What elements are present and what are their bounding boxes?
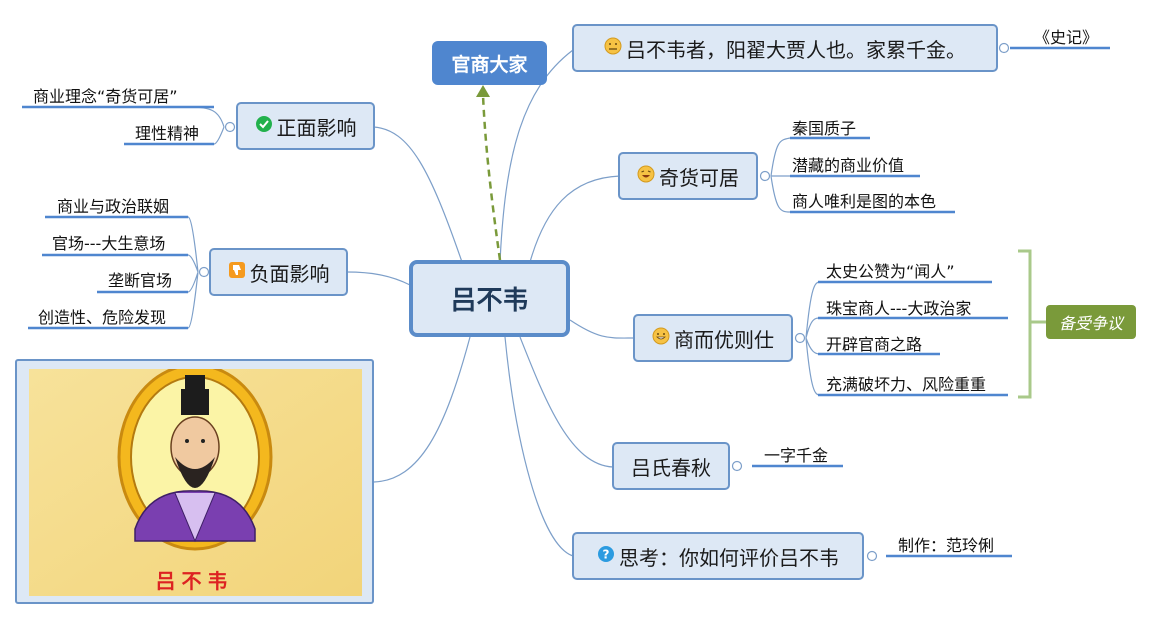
controversy-label-text: 备受争议 xyxy=(1058,314,1123,333)
thumbs-down-icon xyxy=(228,260,246,284)
central-topic-label: 吕不韦 xyxy=(450,286,529,316)
leaf-qihuo-2[interactable]: 商人唯利是图的本色 xyxy=(792,192,937,211)
leaf-qihuo-0[interactable]: 秦国质子 xyxy=(792,119,857,138)
floating-topic[interactable]: 官商大家 xyxy=(432,41,547,85)
portrait-illustration xyxy=(29,369,362,596)
leaf-think-credit[interactable]: 制作：范玲俐 xyxy=(898,536,995,555)
leaf-negative-0[interactable]: 商业与政治联姻 xyxy=(57,197,170,216)
connector-qihuo-leaves xyxy=(770,137,791,213)
leaf-negative-1[interactable]: 官场---大生意场 xyxy=(52,234,166,253)
central-topic[interactable]: 吕不韦 xyxy=(409,260,570,337)
floating-topic-label: 官商大家 xyxy=(451,53,528,76)
controversy-label[interactable]: 备受争议 xyxy=(1046,305,1136,339)
connector-negative-leaves xyxy=(187,216,199,329)
branch-think-label: 思考：你如何评价吕不韦 xyxy=(619,545,839,570)
leaf-negative-3[interactable]: 创造性、危险发现 xyxy=(38,308,167,327)
connector-think xyxy=(504,336,574,557)
check-icon xyxy=(255,114,273,138)
laughing-face-icon xyxy=(637,164,655,188)
branch-negative[interactable]: 负面影响 xyxy=(209,248,348,296)
branch-quote-label: 吕不韦者，阳翟大贾人也。家累千金。 xyxy=(626,37,966,62)
svg-text:?: ? xyxy=(603,548,610,562)
branch-chunqiu-label: 吕氏春秋 xyxy=(631,455,711,480)
leaf-negative-2[interactable]: 垄断官场 xyxy=(108,271,173,290)
branch-qihuo[interactable]: 奇货可居 xyxy=(618,152,758,200)
branch-quote[interactable]: 吕不韦者，阳翟大贾人也。家累千金。 xyxy=(572,24,998,72)
neutral-face-icon xyxy=(604,36,622,60)
connector-shang xyxy=(569,319,635,339)
leaf-chunqiu-0[interactable]: 一字千金 xyxy=(764,446,829,465)
leaf-qihuo-1[interactable]: 潜藏的商业价值 xyxy=(792,156,905,175)
branch-negative-label: 负面影响 xyxy=(249,261,330,286)
dashed-arrow xyxy=(481,94,502,261)
leaf-shang-3[interactable]: 充满破坏力、风险重重 xyxy=(826,375,987,394)
question-icon: ? xyxy=(597,544,615,568)
connector-positive xyxy=(373,126,463,263)
leaf-positive-0[interactable]: 商业理念“奇货可居” xyxy=(33,87,178,106)
branch-shang-label: 商而优则仕 xyxy=(674,327,774,352)
connector-shang-leaves xyxy=(805,281,821,396)
leaf-shang-2[interactable]: 开辟官商之路 xyxy=(826,335,923,354)
connector-chunqiu xyxy=(519,336,614,468)
branch-qihuo-label: 奇货可居 xyxy=(659,165,739,190)
branch-think[interactable]: ? 思考：你如何评价吕不韦 xyxy=(572,532,864,580)
leaf-quote-source[interactable]: 《史记》 xyxy=(1034,28,1099,47)
branch-positive[interactable]: 正面影响 xyxy=(236,102,375,150)
branch-shang[interactable]: 商而优则仕 xyxy=(633,314,793,362)
leaf-shang-0[interactable]: 太史公赞为“闻人” xyxy=(826,262,955,281)
leaf-shang-1[interactable]: 珠宝商人---大政治家 xyxy=(826,299,972,318)
branch-chunqiu[interactable]: 吕氏春秋 xyxy=(612,442,730,490)
connector-negative xyxy=(346,271,411,286)
controversy-bracket xyxy=(1018,249,1046,399)
portrait-caption: 吕不韦 xyxy=(155,569,234,593)
portrait-image[interactable]: 吕不韦 xyxy=(15,359,374,604)
connector-qihuo xyxy=(529,175,621,263)
connector-portrait xyxy=(373,336,471,483)
grin-face-icon xyxy=(652,326,670,350)
branch-positive-label: 正面影响 xyxy=(276,115,357,140)
leaf-positive-1[interactable]: 理性精神 xyxy=(135,124,200,143)
connector-quote xyxy=(499,49,574,263)
